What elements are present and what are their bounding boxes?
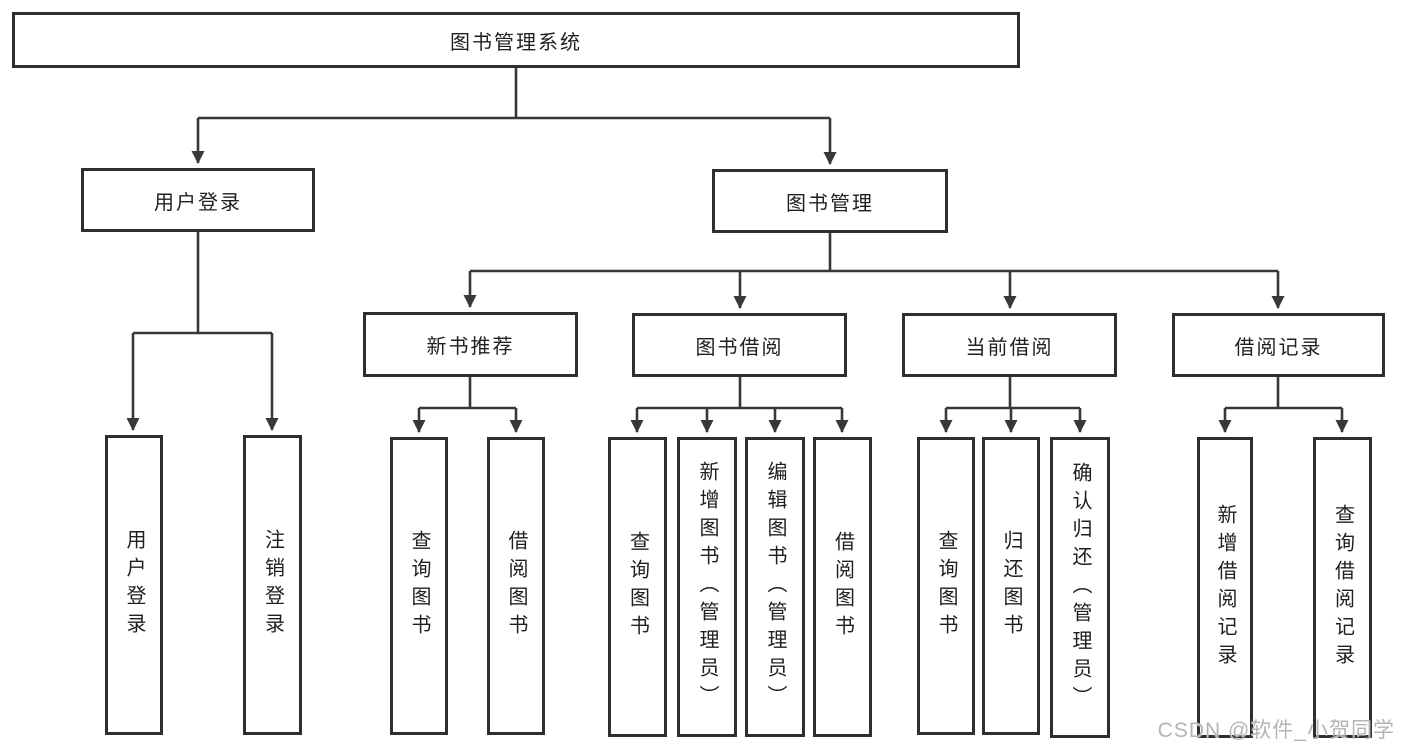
node-label: 图书管理: [786, 192, 874, 215]
node-label: 当前借阅: [965, 336, 1054, 359]
node-current-borrowing: 当前借阅: [902, 313, 1117, 377]
node-label: 查询借阅记录: [1331, 503, 1354, 672]
node-user-login: 用户登录: [81, 168, 315, 232]
node-label: 新增图书（管理员）: [696, 461, 718, 713]
leaf-add-books-admin: 新增图书（管理员）: [677, 437, 737, 737]
watermark: CSDN @软件_小贺同学: [1157, 719, 1395, 742]
leaf-confirm-return-admin: 确认归还（管理员）: [1050, 437, 1110, 738]
node-label: 注销登录: [261, 529, 284, 641]
node-label: 查询图书: [408, 530, 430, 642]
leaf-return-books: 归还图书: [982, 437, 1040, 735]
node-label: 归还图书: [1000, 530, 1022, 642]
leaf-add-borrow-record: 新增借阅记录: [1197, 437, 1253, 738]
node-label: 图书借阅: [695, 336, 784, 359]
node-label: 查询图书: [935, 530, 957, 642]
node-borrowing-records: 借阅记录: [1172, 313, 1385, 377]
node-label: 用户登录: [154, 191, 242, 214]
node-new-book-recommend: 新书推荐: [363, 312, 578, 377]
node-label: 新书推荐: [426, 336, 515, 358]
node-book-management: 图书管理: [712, 169, 948, 233]
leaf-query-borrow-record: 查询借阅记录: [1313, 437, 1372, 738]
node-library-management-system: 图书管理系统: [12, 12, 1020, 68]
node-label: 借阅记录: [1234, 336, 1323, 359]
leaf-logout: 注销登录: [243, 435, 302, 735]
leaf-query-books-recommend: 查询图书: [390, 437, 448, 735]
node-label: 查询图书: [626, 531, 649, 643]
node-label: 编辑图书（管理员）: [764, 461, 786, 713]
node-label: 用户登录: [123, 529, 145, 641]
leaf-query-books-current: 查询图书: [917, 437, 975, 735]
node-label: 借阅图书: [831, 531, 854, 643]
leaf-borrow-books: 借阅图书: [813, 437, 872, 737]
node-book-borrowing: 图书借阅: [632, 313, 847, 377]
node-label: 新增借阅记录: [1214, 503, 1236, 672]
leaf-edit-books-admin: 编辑图书（管理员）: [745, 437, 805, 737]
leaf-query-books: 查询图书: [608, 437, 667, 737]
node-label: 确认归还（管理员）: [1069, 461, 1091, 714]
leaf-borrow-books-recommend: 借阅图书: [487, 437, 545, 735]
node-label: 图书管理系统: [450, 31, 582, 54]
leaf-user-login: 用户登录: [105, 435, 163, 735]
node-label: 借阅图书: [505, 530, 527, 642]
